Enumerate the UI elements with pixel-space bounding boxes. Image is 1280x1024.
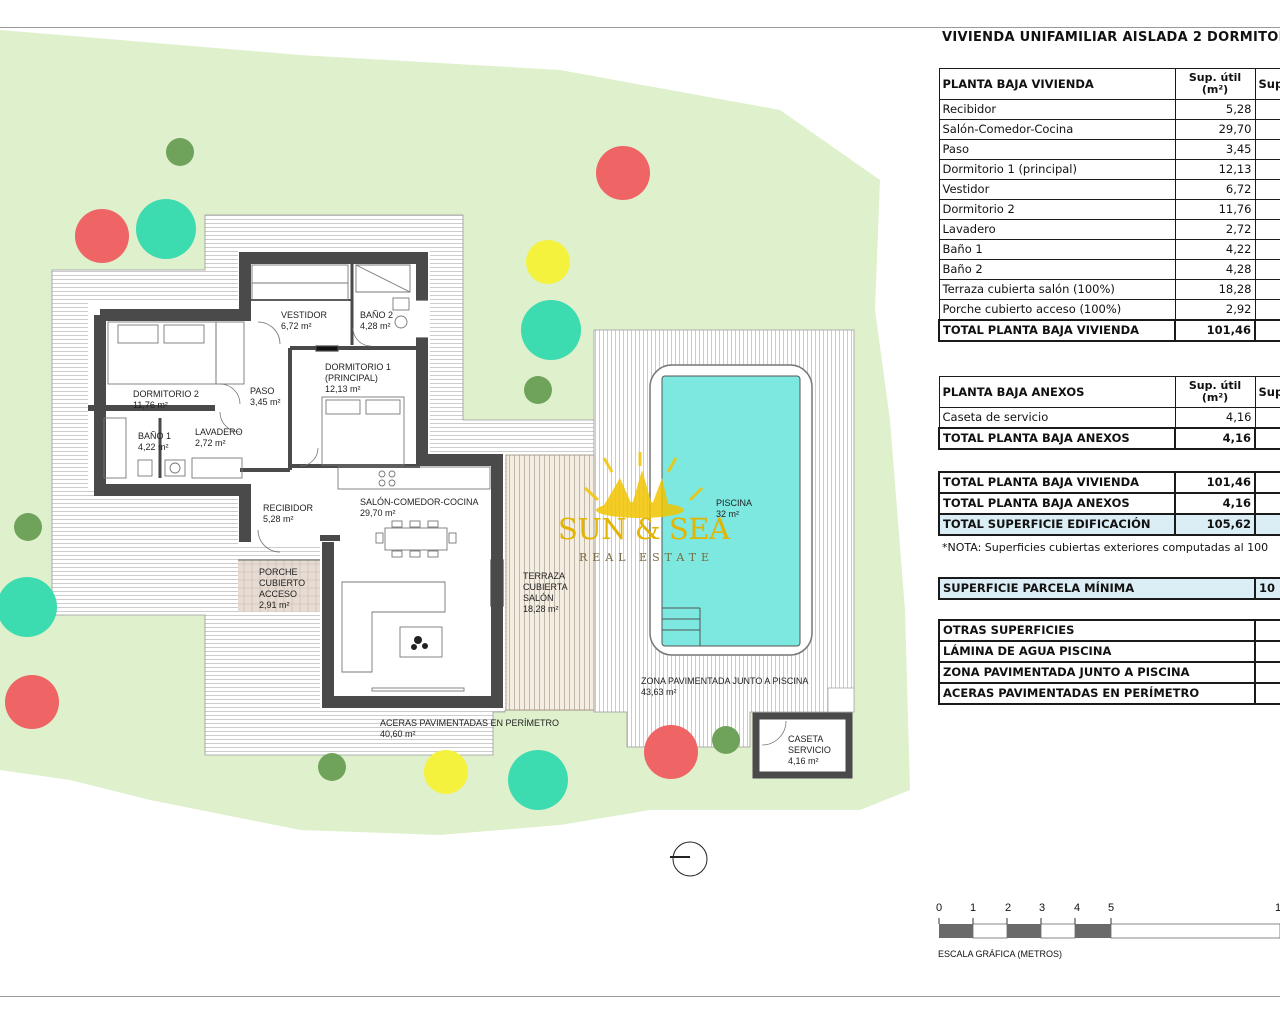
- orientation-symbol: [670, 841, 708, 877]
- table-row: Terraza cubierta salón (100%)18,28: [938, 279, 1280, 300]
- tree-teal: [508, 750, 568, 810]
- bottom-border-line: [0, 996, 1280, 997]
- caseta-building: [752, 712, 853, 779]
- table-row: Porche cubierto acceso (100%)2,92: [938, 299, 1280, 321]
- table-header: PLANTA BAJA ANEXOS Sup. útil(m²) Sup: [938, 376, 1280, 408]
- logo-main-text: SUN & SEA: [558, 512, 730, 546]
- top-border-line: [0, 27, 1280, 28]
- tree-red: [596, 146, 650, 200]
- sheet-title: VIVIENDA UNIFAMILIAR AISLADA 2 DORMITORI: [942, 30, 1280, 45]
- tree-green: [524, 376, 552, 404]
- tree-teal: [0, 577, 57, 637]
- tree-green: [318, 753, 346, 781]
- table-row: Dormitorio 1 (principal)12,13: [938, 159, 1280, 180]
- tree-green: [712, 726, 740, 754]
- table-anexos: PLANTA BAJA ANEXOS Sup. útil(m²) Sup Cas…: [938, 376, 1280, 450]
- house-interior: [88, 250, 505, 710]
- table-row: OTRAS SUPERFICIES: [938, 619, 1280, 642]
- tree-green: [166, 138, 194, 166]
- tree-teal: [521, 300, 581, 360]
- tree-red: [644, 725, 698, 779]
- furniture: [103, 264, 491, 692]
- table-vivienda: PLANTA BAJA VIVIENDA Sup. útil(m²) Sup R…: [938, 68, 1280, 342]
- tree-yellow: [424, 750, 468, 794]
- logo-sun-icon: [583, 452, 704, 518]
- table-row: ZONA PAVIMENTADA JUNTO A PISCINA: [938, 661, 1280, 684]
- table-otras: OTRAS SUPERFICIES LÁMINA DE AGUA PISCINA…: [938, 619, 1280, 705]
- tree-red: [75, 209, 129, 263]
- porch-area: [238, 560, 320, 612]
- tree-teal: [136, 199, 196, 259]
- table-row: LÁMINA DE AGUA PISCINA: [938, 640, 1280, 663]
- tree-green: [14, 513, 42, 541]
- tree-red: [5, 675, 59, 729]
- note-text: *NOTA: Superficies cubiertas exteriores …: [942, 541, 1269, 554]
- logo-sub-text: REAL ESTATE: [579, 551, 715, 564]
- scale-bar: [938, 918, 1280, 939]
- trees: [0, 138, 740, 810]
- table-row: ACERAS PAVIMENTADAS EN PERÍMETRO: [938, 682, 1280, 705]
- sofa-plant-icon: [411, 636, 428, 650]
- floor-plan-drawing: [0, 30, 910, 877]
- table-header: PLANTA BAJA VIVIENDA Sup. útil(m²) Sup: [938, 68, 1280, 100]
- tree-yellow: [526, 240, 570, 284]
- terraza-area: [505, 454, 595, 711]
- room-label-dormitorio-1: DORMITORIO 1(PRINCIPAL)12,13 m²: [325, 362, 391, 394]
- scale-caption: ESCALA GRÁFICA (METROS): [938, 949, 1063, 959]
- house-walls: [94, 252, 503, 708]
